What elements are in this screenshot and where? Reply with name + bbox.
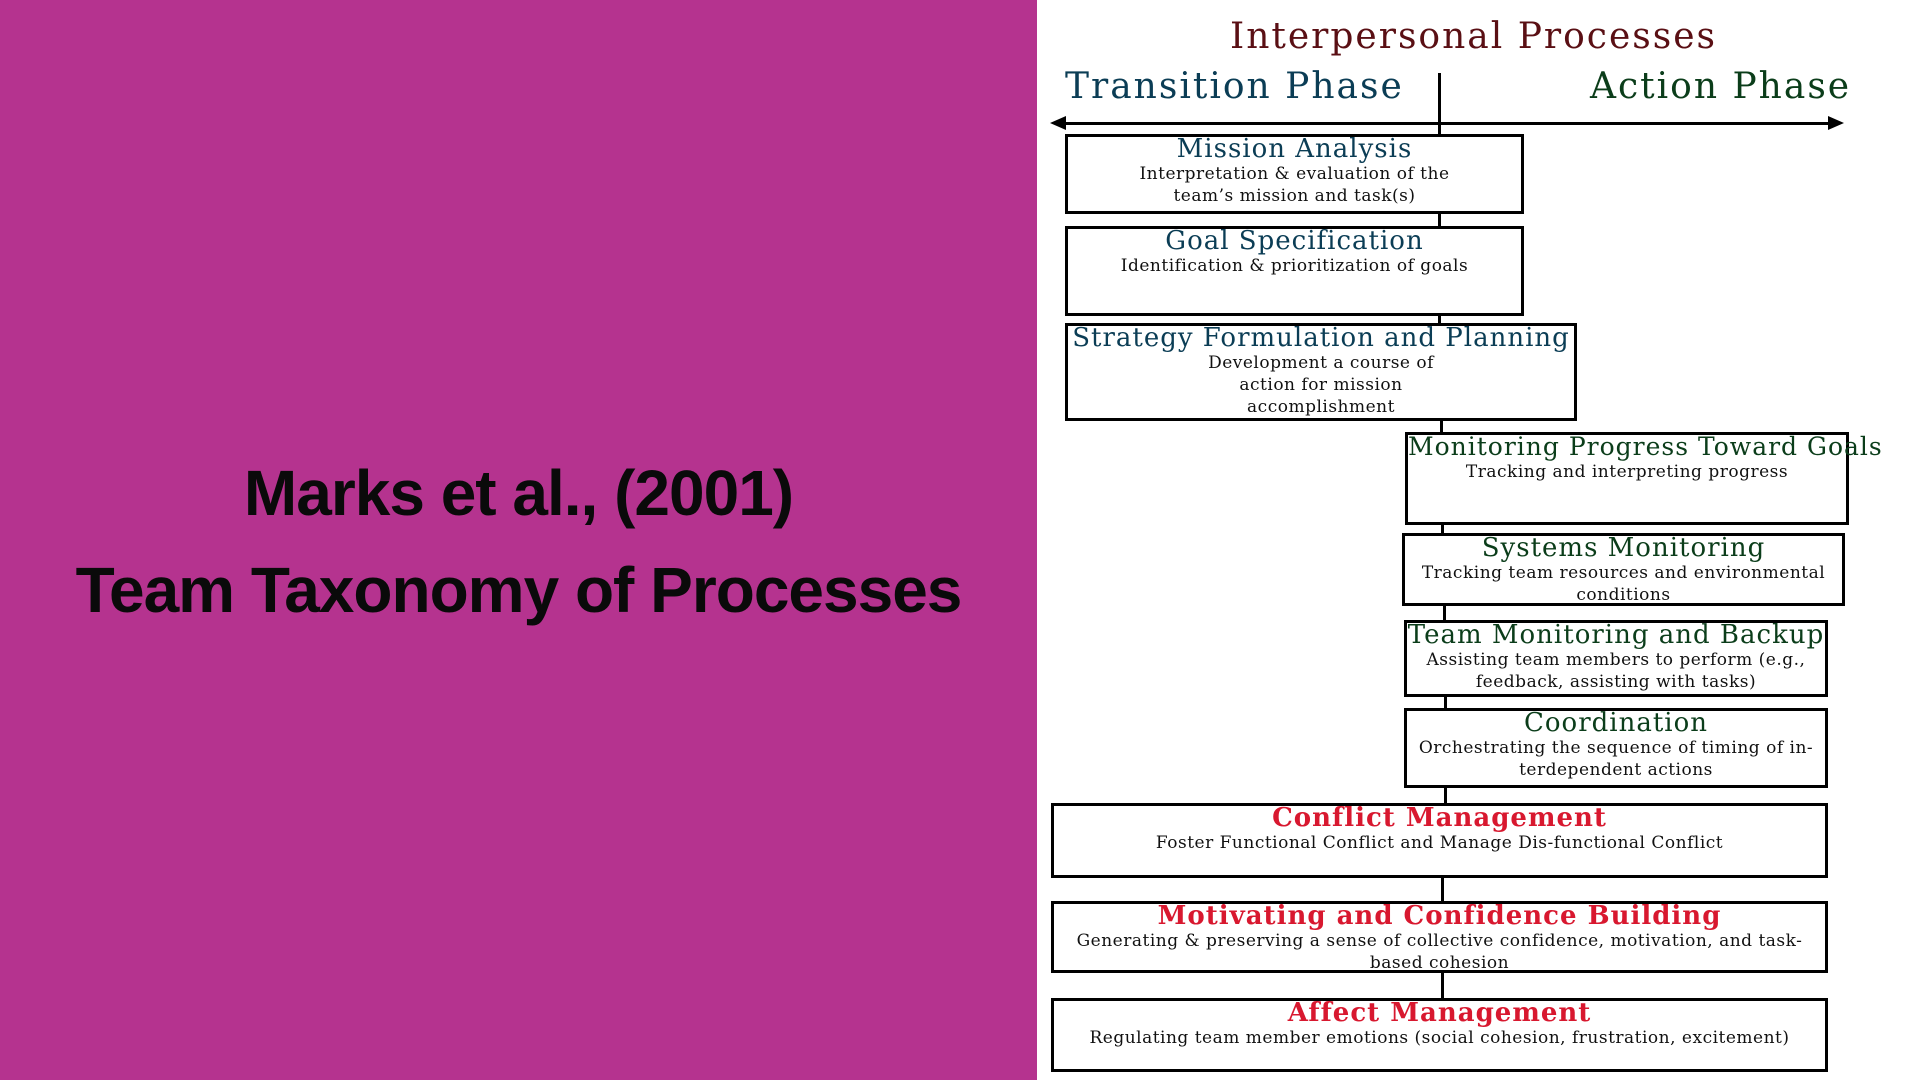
connector — [1438, 315, 1441, 325]
connector — [1444, 696, 1447, 709]
process-title: Coordination — [1524, 708, 1708, 738]
process-box-systems-monitoring: Systems Monitoring Tracking team resourc… — [1402, 533, 1845, 606]
process-box-coordination: Coordination Orchestrating the sequence … — [1404, 708, 1828, 788]
process-description: Development a course of action for missi… — [1208, 353, 1434, 417]
process-description: Orchestrating the sequence of timing of … — [1418, 738, 1814, 780]
process-title: Team Monitoring and Backup — [1407, 620, 1825, 650]
connector — [1441, 972, 1444, 999]
process-title: Mission Analysis — [1176, 134, 1413, 164]
process-description: Tracking and interpreting progress — [1465, 462, 1789, 482]
process-description: Tracking team resources and environmenta… — [1421, 563, 1826, 605]
process-title: Affect Management — [1287, 998, 1592, 1028]
connector — [1444, 787, 1447, 804]
taxonomy-title: Team Taxonomy of Processes — [75, 554, 963, 626]
action-phase-label: Action Phase — [1590, 66, 1852, 107]
process-box-team-monitoring-backup: Team Monitoring and Backup Assisting tea… — [1404, 620, 1828, 697]
process-description: Interpretation & evaluation of the team’… — [1139, 164, 1450, 206]
arrow-left-icon — [1050, 116, 1066, 130]
phase-divider — [1438, 73, 1441, 135]
process-title: Motivating and Confidence Building — [1157, 901, 1722, 931]
title-panel — [0, 0, 1037, 1080]
process-title: Monitoring Progress Toward Goals — [1408, 432, 1883, 461]
process-box-goal-specification: Goal Specification Identification & prio… — [1065, 226, 1524, 316]
process-box-mission-analysis: Mission Analysis Interpretation & evalua… — [1065, 134, 1524, 214]
process-title: Conflict Management — [1272, 803, 1607, 833]
process-box-motivating-confidence: Motivating and Confidence Building Gener… — [1051, 901, 1828, 973]
connector — [1438, 213, 1441, 227]
transition-phase-label: Transition Phase — [1065, 66, 1404, 107]
connector — [1443, 605, 1446, 621]
arrow-right-icon — [1828, 116, 1844, 130]
connector — [1441, 877, 1444, 903]
process-box-strategy-formulation: Strategy Formulation and Planning Develo… — [1065, 323, 1577, 421]
timeline-axis — [1060, 122, 1836, 125]
citation-title: Marks et al., (2001) — [243, 457, 794, 529]
process-description: Foster Functional Conflict and Manage Di… — [1155, 833, 1724, 853]
process-description: Assisting team members to perform (e.g.,… — [1426, 650, 1806, 692]
process-box-affect-management: Affect Management Regulating team member… — [1051, 998, 1828, 1072]
connector — [1441, 524, 1444, 534]
process-description: Identification & prioritization of goals — [1120, 256, 1469, 276]
process-title: Strategy Formulation and Planning — [1072, 323, 1570, 353]
process-description: Regulating team member emotions (social … — [1089, 1028, 1790, 1048]
process-title: Systems Monitoring — [1481, 533, 1766, 563]
process-box-conflict-management: Conflict Management Foster Functional Co… — [1051, 803, 1828, 878]
process-title: Goal Specification — [1165, 226, 1424, 256]
connector — [1440, 420, 1443, 434]
process-description: Generating & preserving a sense of colle… — [1076, 931, 1803, 973]
process-box-monitoring-progress: Monitoring Progress Toward Goals Trackin… — [1405, 432, 1883, 525]
diagram-heading: Interpersonal Processes — [1230, 16, 1717, 57]
